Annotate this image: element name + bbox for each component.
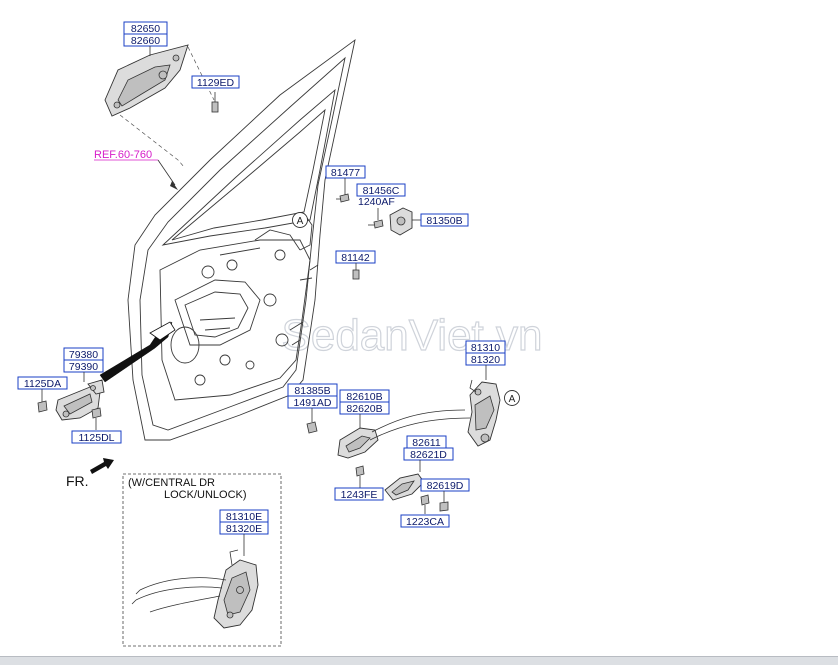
label-81320e: 81320E bbox=[219, 521, 269, 535]
outside-handle-part bbox=[104, 44, 189, 117]
svg-text:1125DL: 1125DL bbox=[78, 432, 114, 444]
latch-assembly bbox=[467, 379, 501, 447]
ref-label: REF.60-760 bbox=[94, 149, 152, 161]
svg-text:82619D: 82619D bbox=[427, 480, 464, 492]
svg-text:A: A bbox=[509, 394, 516, 405]
svg-text:1129ED: 1129ED bbox=[197, 77, 235, 89]
outside-handle-bracket bbox=[384, 473, 425, 501]
label-81310: 81310 bbox=[465, 340, 506, 354]
label-82610b: 82610B bbox=[339, 389, 390, 403]
svg-text:81350B: 81350B bbox=[426, 215, 462, 227]
label-1243fe: 1243FE bbox=[334, 487, 384, 501]
svg-text:81142: 81142 bbox=[341, 252, 370, 264]
label-81385b: 81385B bbox=[287, 383, 338, 397]
svg-text:81320: 81320 bbox=[471, 354, 500, 366]
svg-text:79380: 79380 bbox=[69, 349, 98, 361]
label-1125da: 1125DA bbox=[17, 376, 68, 390]
inset-caption-line2: LOCK/UNLOCK) bbox=[164, 489, 247, 501]
bottom-bar bbox=[0, 656, 838, 665]
svg-text:1243FE: 1243FE bbox=[341, 489, 378, 501]
label-82621d: 82621D bbox=[403, 447, 454, 461]
screw-81477 bbox=[336, 193, 350, 203]
label-81456c: 81456C bbox=[356, 183, 406, 197]
svg-text:82611: 82611 bbox=[412, 437, 441, 449]
bolt-1125dl bbox=[91, 407, 102, 419]
svg-text:79390: 79390 bbox=[69, 361, 98, 373]
svg-text:A: A bbox=[297, 216, 304, 227]
clip-1491ad bbox=[306, 421, 318, 434]
cap-82619d bbox=[439, 501, 449, 512]
screw-1243fe bbox=[355, 465, 365, 477]
inset-caption-line1: (W/CENTRAL DR bbox=[128, 477, 215, 489]
door-frame bbox=[127, 38, 356, 441]
callout-a-latch: A bbox=[504, 390, 520, 406]
svg-text:82660: 82660 bbox=[131, 35, 160, 47]
label-82611: 82611 bbox=[406, 435, 447, 449]
inside-handle-part bbox=[337, 427, 379, 459]
svg-text:81477: 81477 bbox=[331, 167, 360, 179]
dash-handle-door bbox=[119, 114, 186, 169]
bolt-81142 bbox=[352, 269, 360, 280]
svg-text:82650: 82650 bbox=[131, 23, 160, 35]
svg-text:81310E: 81310E bbox=[226, 511, 262, 523]
striker-81350b bbox=[389, 207, 413, 236]
svg-text:1125DA: 1125DA bbox=[24, 378, 61, 390]
svg-text:81456C: 81456C bbox=[363, 185, 400, 197]
label-81142: 81142 bbox=[335, 250, 376, 264]
svg-text:81310: 81310 bbox=[471, 342, 500, 354]
label-81477: 81477 bbox=[325, 165, 366, 179]
label-82650: 82650 bbox=[123, 21, 168, 35]
central-latch-assembly bbox=[213, 549, 259, 629]
dash-handle-bolt bbox=[187, 46, 215, 101]
svg-text:1491AD: 1491AD bbox=[294, 397, 332, 409]
svg-text:82620B: 82620B bbox=[346, 403, 382, 415]
svg-text:82621D: 82621D bbox=[410, 449, 447, 461]
label-1129ed: 1129ED bbox=[191, 75, 240, 89]
svg-text:82610B: 82610B bbox=[346, 391, 382, 403]
label-1491ad: 1491AD bbox=[287, 395, 338, 409]
label-1240af: 1240AF bbox=[358, 196, 395, 208]
door-check-part bbox=[55, 379, 105, 421]
leader-arrow-head bbox=[149, 321, 176, 341]
label-81350b: 81350B bbox=[420, 213, 469, 227]
screw-1223ca bbox=[420, 494, 430, 506]
handle-cable bbox=[371, 409, 466, 433]
svg-text:81385B: 81385B bbox=[294, 385, 330, 397]
label-81310e: 81310E bbox=[219, 509, 269, 523]
svg-text:81320E: 81320E bbox=[226, 523, 262, 535]
label-81320: 81320 bbox=[465, 352, 506, 366]
central-lock-cable bbox=[135, 586, 223, 601]
label-82660: 82660 bbox=[123, 33, 168, 47]
front-arrow bbox=[90, 458, 114, 474]
bolt-1129ed bbox=[211, 92, 219, 113]
screw-1240af bbox=[368, 219, 384, 229]
front-marker: FR. bbox=[66, 473, 89, 489]
label-1125dl: 1125DL bbox=[71, 430, 122, 444]
label-79390: 79390 bbox=[63, 359, 104, 373]
label-82620b: 82620B bbox=[339, 401, 390, 415]
label-79380: 79380 bbox=[63, 347, 104, 361]
callout-a-door: A bbox=[292, 212, 308, 228]
bolt-1125da bbox=[37, 400, 48, 413]
label-1223ca: 1223CA bbox=[400, 514, 450, 528]
label-82619d: 82619D bbox=[420, 478, 470, 492]
svg-text:1223CA: 1223CA bbox=[406, 516, 444, 528]
